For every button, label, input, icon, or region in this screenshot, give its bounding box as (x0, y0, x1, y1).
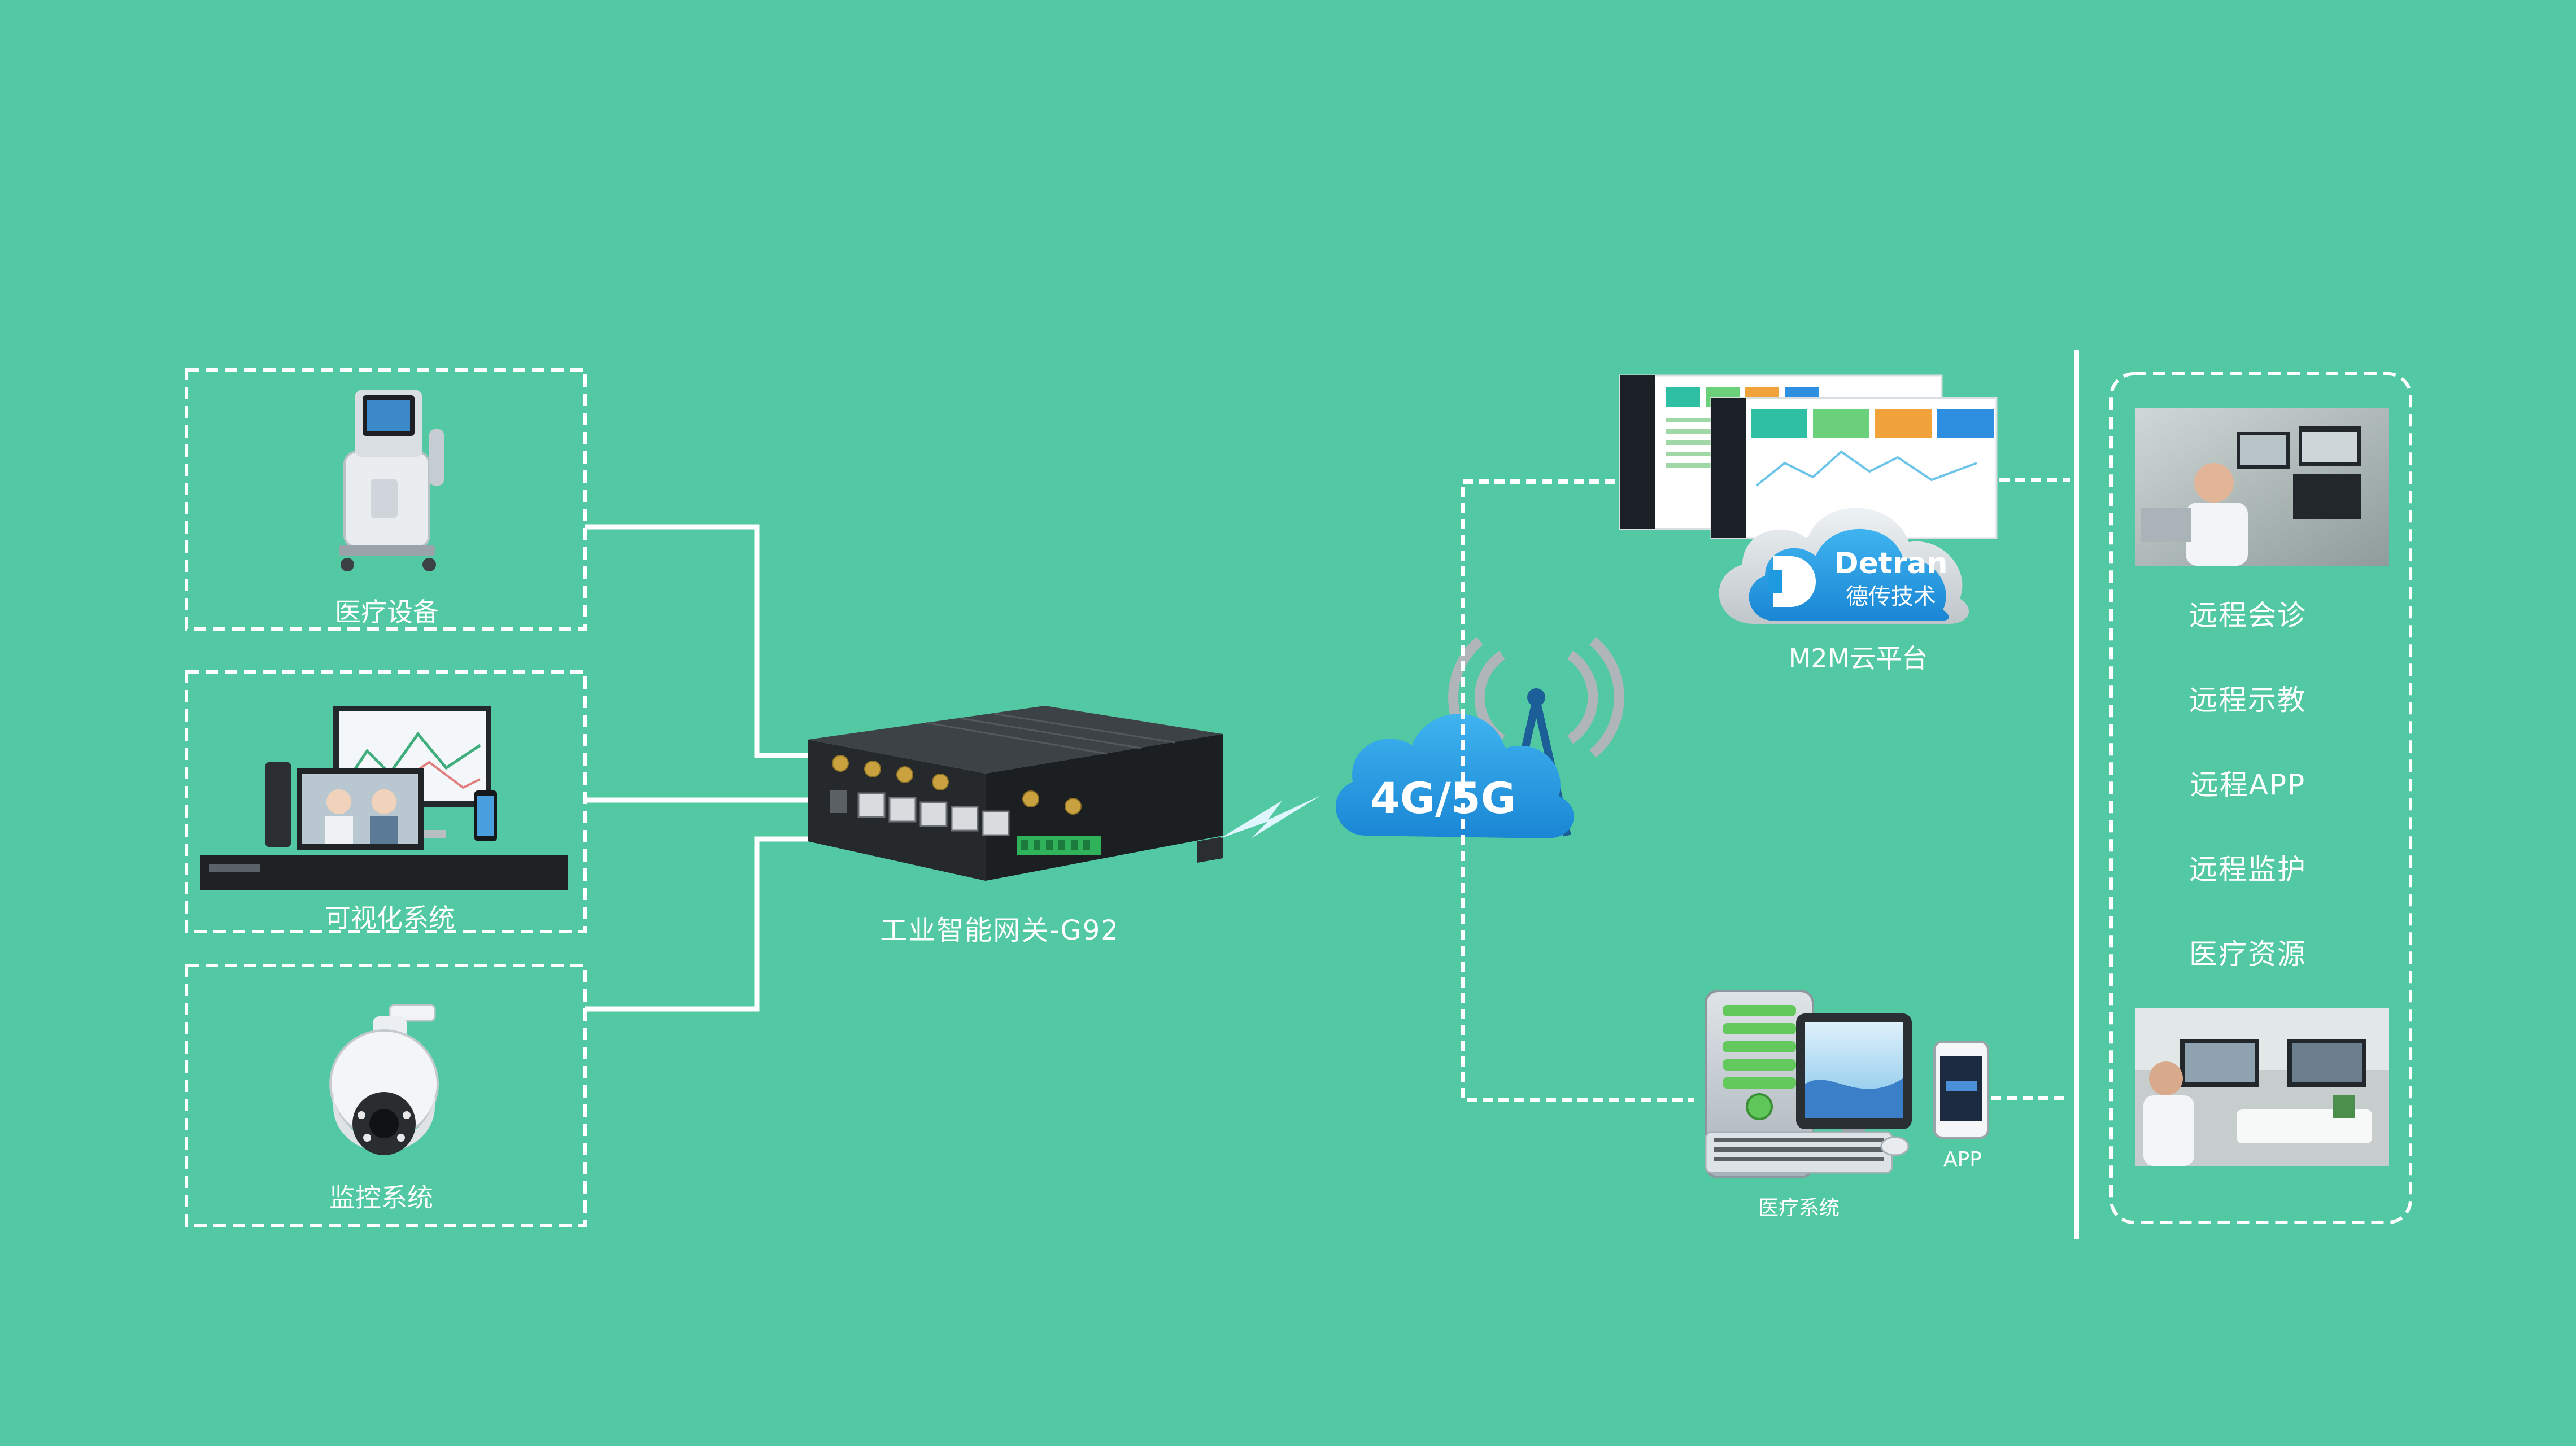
medical-device-box (185, 368, 587, 631)
network-connectors (1461, 478, 2070, 1102)
platform-brand-cn: 德传技术 (1846, 584, 1936, 610)
medical-computer-icon (1705, 990, 1912, 1178)
gateway-label: 工业智能网关-G92 (880, 915, 1119, 946)
service-remote-monitoring: 远程监护 (2189, 853, 2307, 886)
platform-label: M2M云平台 (1788, 643, 1928, 674)
conference-photo (2135, 1008, 2389, 1166)
service-remote-app: 远程APP (2190, 768, 2306, 801)
network-cloud-icon (1335, 714, 1574, 838)
platform-brand: Detran (1834, 547, 1947, 580)
platform-screens-icon (1619, 374, 1998, 539)
medical-device-label: 医疗设备 (335, 597, 439, 627)
visual-system-icon (200, 706, 568, 890)
gateway-connectors (585, 524, 813, 1012)
gateway-device-icon (808, 706, 1223, 881)
monitor-system-label: 监控系统 (329, 1182, 433, 1213)
monitor-system-box (185, 964, 587, 1227)
network-cloud-label: 4G/5G (1370, 773, 1516, 823)
visual-system-label: 可视化系统 (325, 903, 455, 933)
wireless-link-icon (1220, 795, 1322, 838)
monitor-camera-icon (329, 1004, 439, 1155)
app-label: APP (1943, 1148, 1982, 1171)
service-remote-teaching: 远程示教 (2189, 684, 2307, 717)
services-panel (2109, 372, 2412, 1224)
platform-cloud-icon (1719, 508, 1969, 624)
medical-system-label: 医疗系统 (1758, 1196, 1840, 1220)
service-remote-consultation: 远程会诊 (2189, 599, 2307, 632)
service-medical-resources: 医疗资源 (2189, 938, 2307, 971)
app-phone-icon (1933, 1041, 1989, 1139)
consultation-photo (2135, 408, 2389, 566)
medical-device-icon (339, 390, 444, 571)
